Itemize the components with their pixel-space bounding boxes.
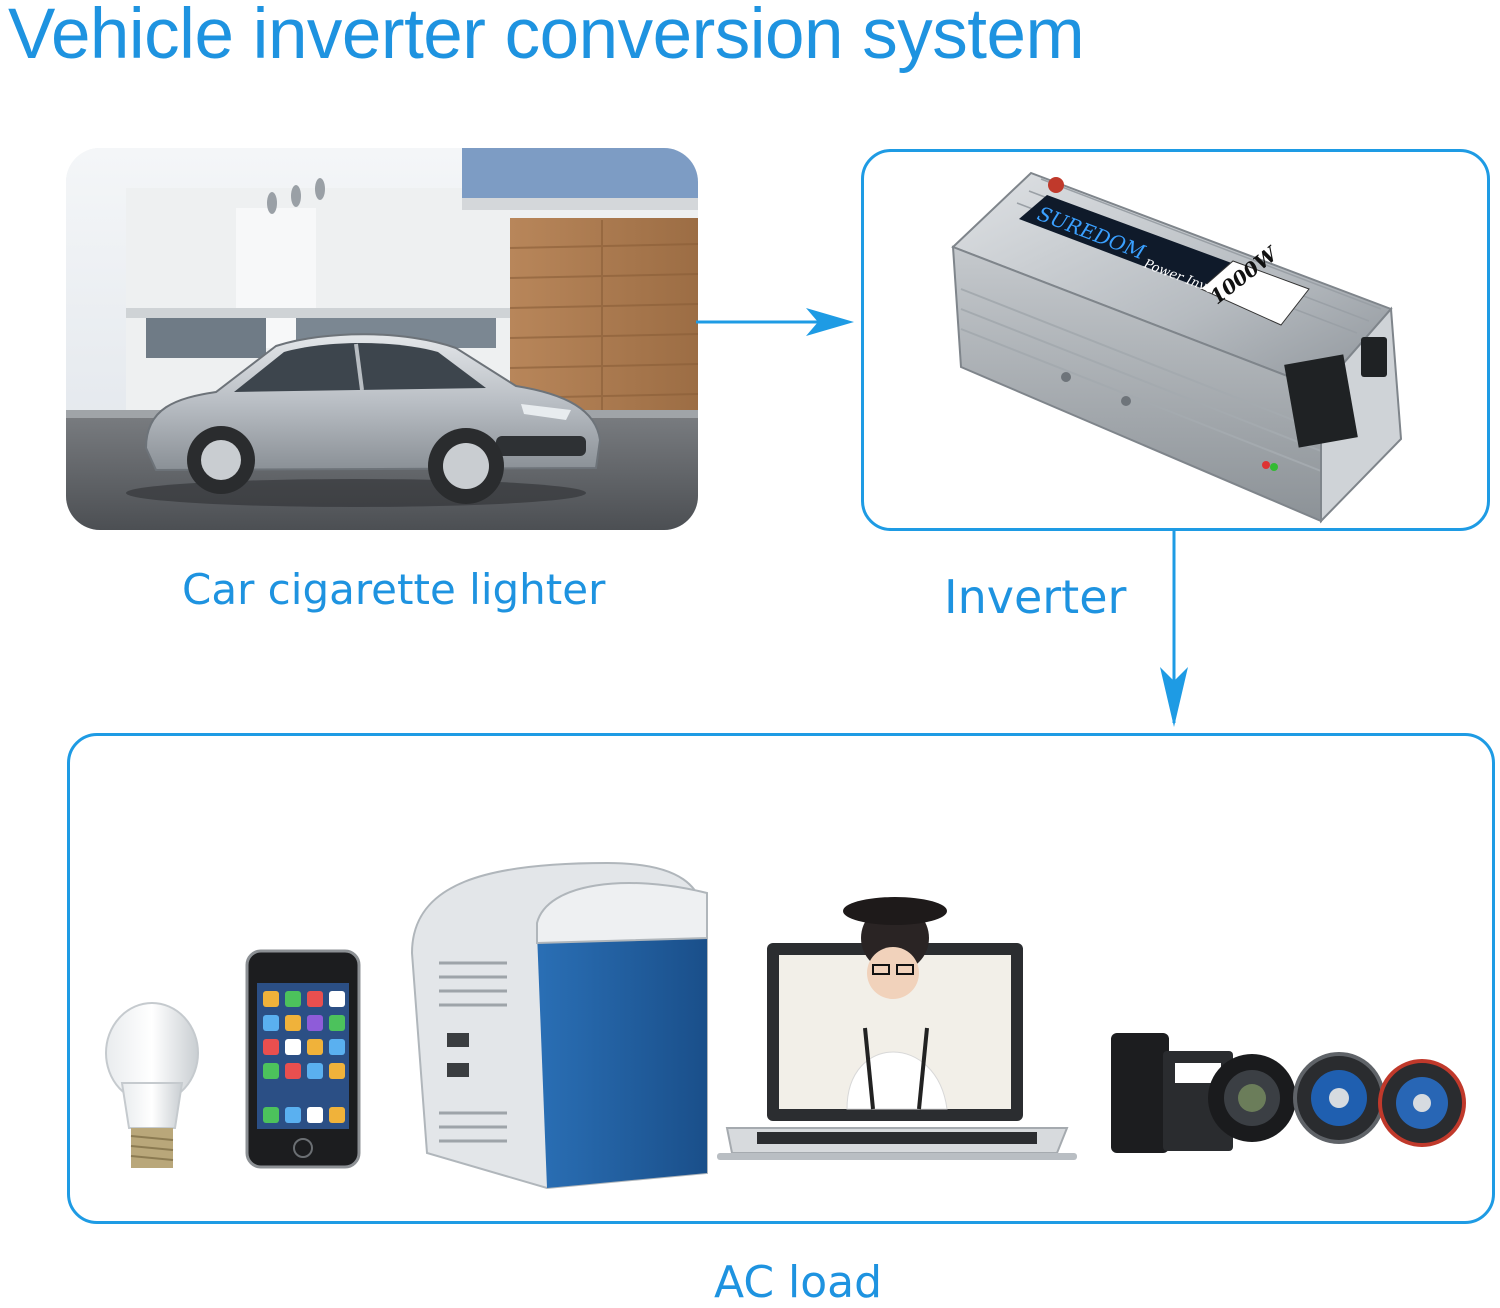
page-title: Vehicle inverter conversion system (8, 0, 1085, 74)
car-fridge-icon (410, 861, 708, 1190)
car-illustration (66, 148, 698, 530)
light-bulb-icon (105, 1002, 199, 1168)
car-photo (66, 148, 698, 530)
laptop-icon (717, 897, 1077, 1160)
source-label: Car cigarette lighter (182, 565, 606, 614)
inverter-box: SUREDOM Power Inverter 1000W (861, 149, 1490, 531)
camera-icon (1111, 1033, 1296, 1153)
arrow-right-icon (696, 308, 854, 336)
load-devices (105, 861, 1466, 1190)
smartphone-icon (245, 949, 361, 1169)
inverter-device-illustration: SUREDOM Power Inverter 1000W (951, 171, 1403, 524)
inverter-label: Inverter (944, 570, 1127, 624)
arrow-down-icon (1160, 531, 1188, 727)
ac-load-box (67, 733, 1495, 1224)
load-label: AC load (714, 1257, 883, 1308)
car-speakers-icon (1293, 1052, 1466, 1147)
